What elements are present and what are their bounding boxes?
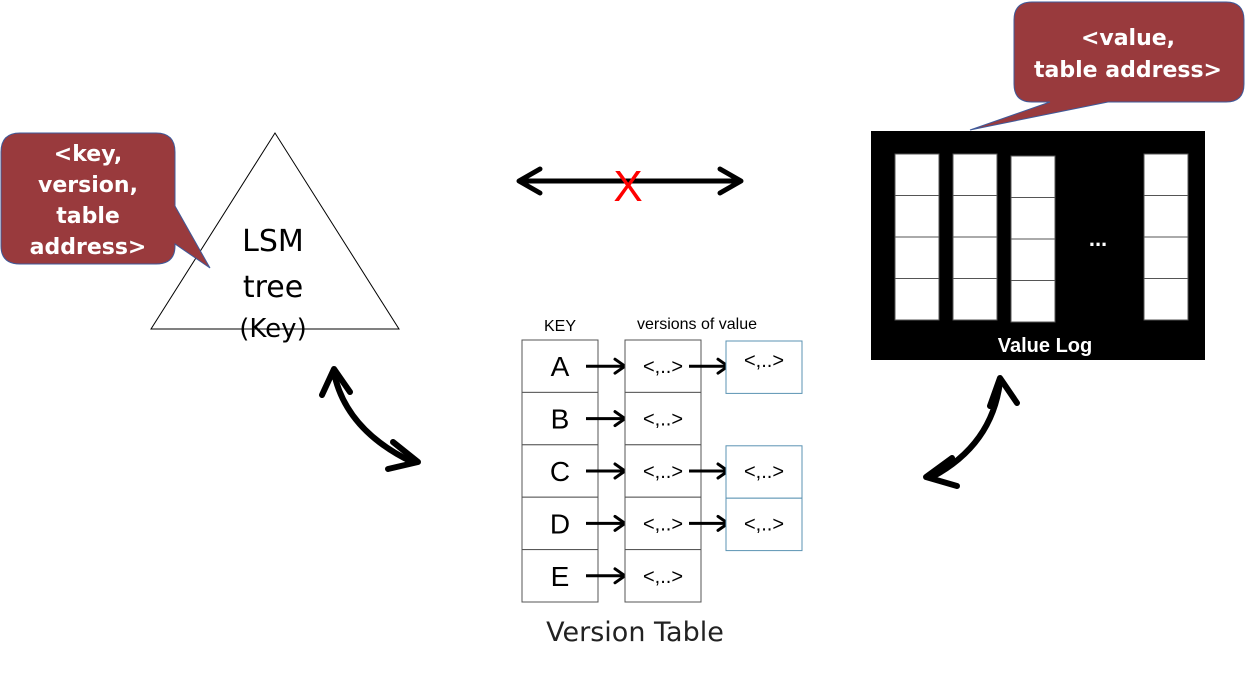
version-cell-label: <,..> <box>643 513 683 535</box>
value-log-cell <box>894 153 940 196</box>
blocked-link: X <box>516 162 744 211</box>
value-log-cell <box>1010 280 1056 323</box>
version-cell-label: <,..> <box>643 356 683 378</box>
value-log-link-up-arrowhead-icon <box>987 375 1020 409</box>
blocked-x-mark-icon: X <box>613 162 642 211</box>
lsm-callout-line-3: table <box>56 204 120 229</box>
key-cell-label: D <box>550 508 570 539</box>
version-table-row: B <,..> <box>521 391 702 446</box>
lsm-link-up-arrowhead-icon <box>319 366 353 398</box>
key-cell <box>521 391 599 446</box>
version-cell-label: <,..> <box>643 409 683 431</box>
lsm-callout: <key, version, table address> <box>0 132 211 269</box>
older-version-cell-label: <,..> <box>744 350 784 372</box>
key-column-header: KEY <box>544 318 576 335</box>
older-version-cell <box>725 340 803 394</box>
value-log-cell <box>894 278 940 321</box>
value-log-cell <box>1010 155 1056 198</box>
value-log-label: Value Log <box>998 335 1092 357</box>
key-cell-label: E <box>551 561 570 592</box>
key-cell-label: B <box>551 404 570 435</box>
value-log-cell <box>952 153 998 196</box>
value-log-column <box>952 153 998 321</box>
version-table-row: E <,..> <box>521 549 702 603</box>
value-log-callout-bubble <box>969 1 1245 131</box>
blocked-link-left-arrowhead-icon <box>516 166 543 196</box>
key-cell <box>521 496 599 551</box>
key-cell-label: C <box>550 456 570 487</box>
lsm-tree-label-line-2: tree <box>243 270 303 305</box>
blocked-link-right-arrowhead-icon <box>717 166 744 196</box>
key-cell-label: A <box>551 351 570 382</box>
value-log-cell <box>1010 238 1056 281</box>
version-table-row: D <,..> <,..> <box>521 496 803 552</box>
value-log-cell <box>1143 278 1189 321</box>
value-log-columns <box>894 153 1189 323</box>
versions-column-header: versions of value <box>637 316 757 333</box>
value-log-version-table-link <box>923 375 1020 489</box>
value-log-cell <box>894 236 940 279</box>
value-log-callout: <value, table address> <box>969 1 1245 131</box>
value-log-cell <box>1010 197 1056 240</box>
version-table: KEY versions of value A<,..><,..>B<,..>C… <box>521 316 803 648</box>
value-log-column <box>1143 153 1189 321</box>
value-log-cell <box>952 236 998 279</box>
value-log-callout-line-2: table address> <box>1034 58 1222 83</box>
value-log-column <box>1010 155 1056 323</box>
older-version-cell <box>725 497 803 552</box>
lsm-link-curve <box>331 372 414 465</box>
version-table-rows: A<,..><,..>B<,..>C<,..><,..>D<,..><,..>E… <box>521 339 803 603</box>
lsm-tree-label-line-1: LSM <box>242 224 304 259</box>
value-log-ellipsis: ... <box>1089 226 1107 251</box>
value-log-cell <box>952 278 998 321</box>
version-table-row: C <,..> <,..> <box>521 444 803 499</box>
value-log-link-left-arrowhead-icon <box>923 455 960 489</box>
value-log: ... Value Log <box>871 131 1205 360</box>
lsm-callout-line-4: address> <box>30 235 147 260</box>
version-cell <box>624 444 702 498</box>
key-cell <box>521 339 599 393</box>
lsm-callout-line-1: <key, <box>54 142 122 167</box>
value-log-cell <box>894 195 940 238</box>
version-cell <box>624 549 702 603</box>
older-version-cell <box>725 445 803 499</box>
value-log-cell <box>952 195 998 238</box>
value-log-cell <box>1143 195 1189 238</box>
lsm-tree: LSM tree (Key) <box>150 132 400 344</box>
version-cell-label: <,..> <box>643 461 683 483</box>
lsm-version-table-link <box>319 366 421 472</box>
value-log-cell <box>1143 236 1189 279</box>
version-table-title: Version Table <box>546 617 724 648</box>
lsm-callout-line-2: version, <box>38 173 138 198</box>
value-log-callout-line-1: <value, <box>1081 26 1175 51</box>
older-version-cell-label: <,..> <box>744 461 784 483</box>
version-cell <box>624 391 702 446</box>
lsm-callout-bubble <box>0 132 211 269</box>
version-cell-label: <,..> <box>643 566 683 588</box>
value-log-link-curve <box>930 381 1003 480</box>
value-log-column <box>894 153 940 321</box>
older-version-cell-label: <,..> <box>744 513 784 535</box>
value-log-cell <box>1143 153 1189 196</box>
version-table-row: A <,..> <,..> <box>521 339 803 394</box>
lsm-link-right-arrowhead-icon <box>385 439 421 472</box>
